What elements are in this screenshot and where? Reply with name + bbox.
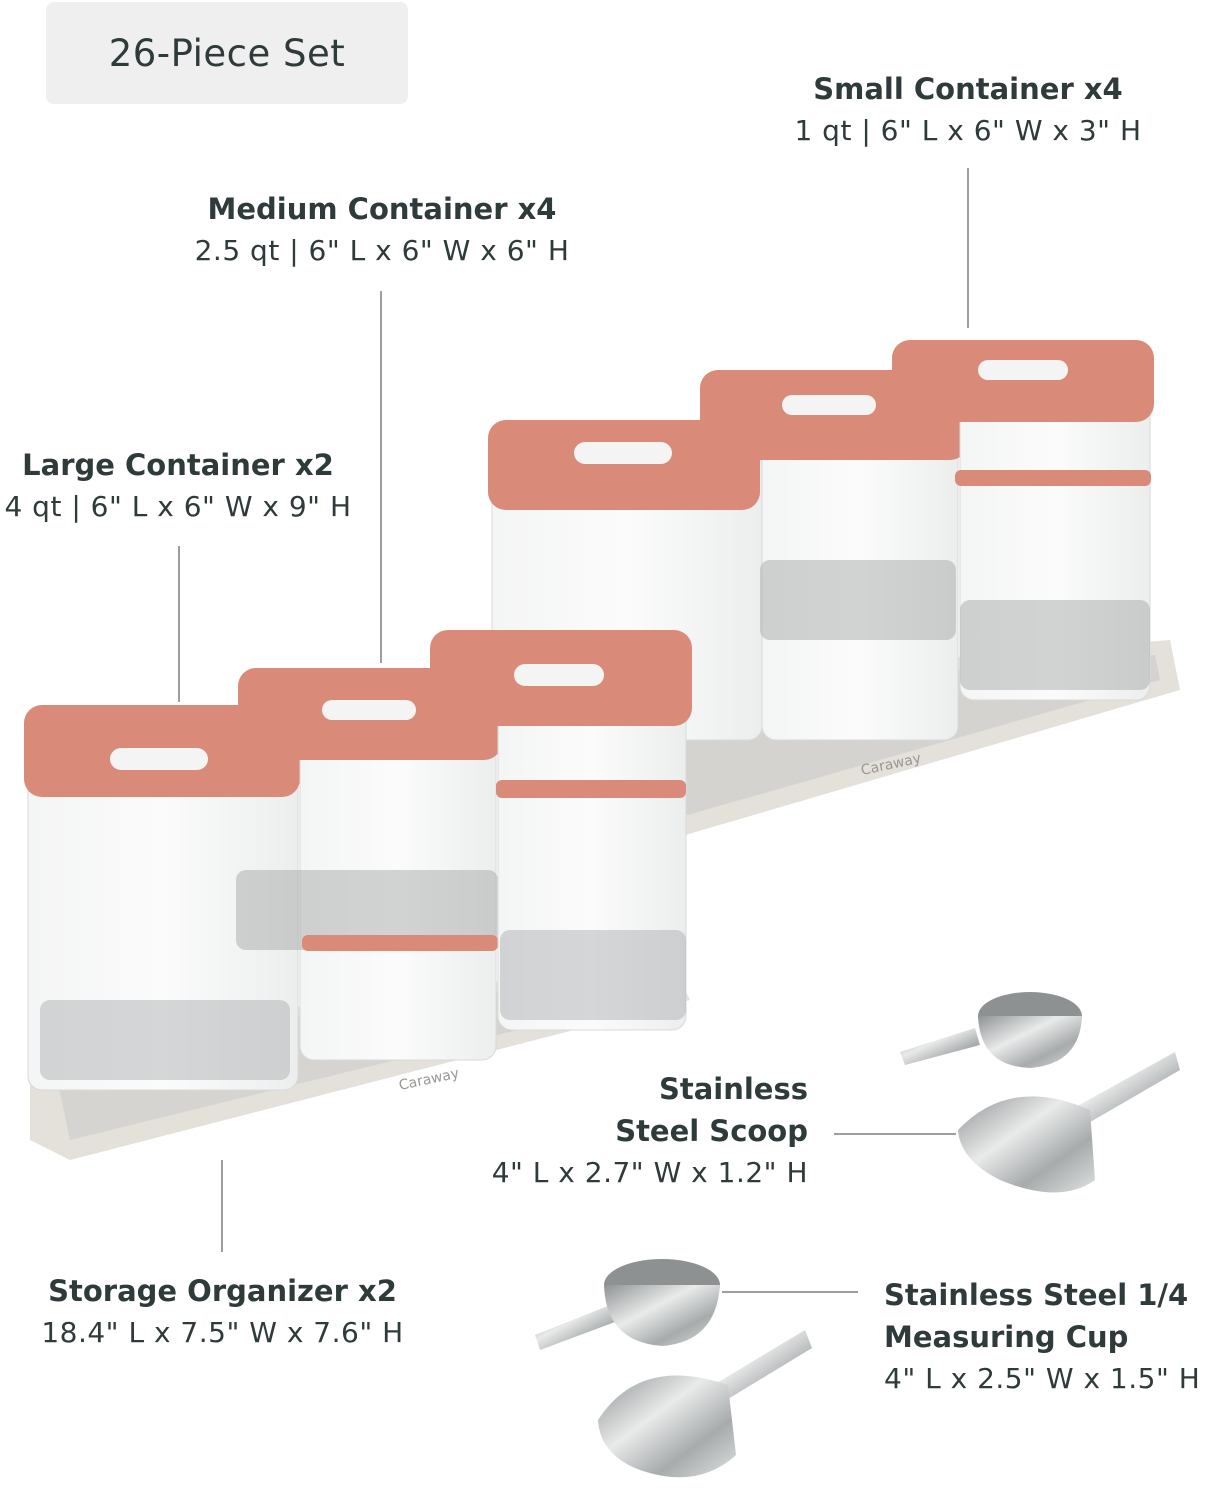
large-container-leader — [178, 546, 180, 702]
measuring-cup-leader — [722, 1291, 858, 1293]
front-small-container — [430, 630, 692, 1031]
set-count-text: 26-Piece Set — [108, 31, 346, 75]
medium-container-spec: 2.5 qt | 6" L x 6" W x 6" H — [194, 233, 570, 267]
back-medium-container — [700, 370, 968, 741]
organizer-leader — [221, 1160, 223, 1252]
back-small-container — [892, 340, 1154, 701]
small-container-label: Small Container x4 1 qt | 6" L x 6" W x … — [770, 72, 1166, 147]
scoop-spec: 4" L x 2.7" W x 1.2" H — [491, 1155, 808, 1189]
organizer-title: Storage Organizer x2 — [48, 1274, 397, 1308]
measuring-cup-title-line2: Measuring Cup — [884, 1319, 1129, 1354]
large-container-label: Large Container x2 4 qt | 6" L x 6" W x … — [0, 448, 356, 523]
large-container-title: Large Container x2 — [22, 448, 334, 482]
scoop-label: Stainless Steel Scoop 4" L x 2.7" W x 1.… — [470, 1072, 808, 1189]
measuring-cup-title-line1: Stainless Steel 1/4 — [884, 1278, 1189, 1312]
scoop-group — [900, 992, 1180, 1193]
large-container-spec: 4 qt | 6" L x 6" W x 9" H — [4, 489, 352, 523]
scoop-leader — [834, 1133, 956, 1135]
measuring-cup-group — [535, 1259, 812, 1478]
medium-container-title: Medium Container x4 — [207, 192, 557, 226]
small-container-spec: 1 qt | 6" L x 6" W x 3" H — [794, 113, 1142, 147]
medium-container-leader — [380, 291, 382, 663]
set-count-badge: 26-Piece Set — [46, 2, 408, 104]
organizer-spec: 18.4" L x 7.5" W x 7.6" H — [41, 1315, 404, 1349]
organizer-label: Storage Organizer x2 18.4" L x 7.5" W x … — [30, 1274, 415, 1349]
scoop-title-line1: Stainless — [658, 1072, 808, 1106]
measuring-cup-spec: 4" L x 2.5" W x 1.5" H — [884, 1361, 1201, 1395]
measuring-cup-label: Stainless Steel 1/4 Measuring Cup 4" L x… — [884, 1278, 1214, 1395]
small-container-leader — [967, 168, 969, 328]
medium-container-label: Medium Container x4 2.5 qt | 6" L x 6" W… — [168, 192, 596, 267]
front-large-container — [24, 705, 300, 1091]
small-container-title: Small Container x4 — [813, 72, 1123, 106]
scoop-title-line2: Steel Scoop — [615, 1113, 808, 1148]
